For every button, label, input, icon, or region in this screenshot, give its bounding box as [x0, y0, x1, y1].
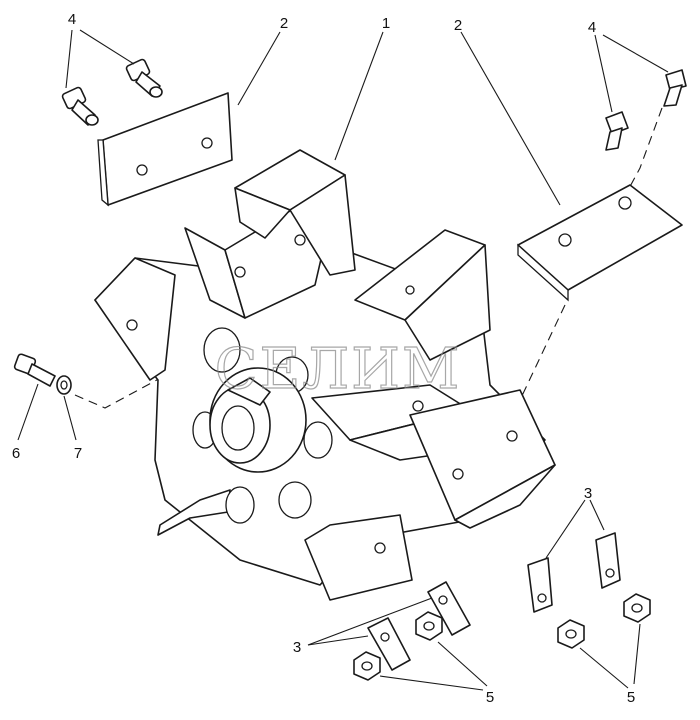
- clip-bottom-a: [367, 617, 411, 671]
- callout-1: 1: [382, 15, 390, 32]
- callout-4-left: 4: [68, 11, 76, 28]
- bolt-top-left-b: [125, 58, 163, 98]
- callout-7: 7: [74, 445, 82, 462]
- callout-6: 6: [12, 445, 20, 462]
- callout-2-right: 2: [454, 17, 462, 34]
- nut-bottom-a: [353, 651, 381, 681]
- callout-4-right: 4: [588, 19, 596, 36]
- callout-2-left: 2: [280, 15, 288, 32]
- leader-lines: [17, 29, 669, 691]
- plate-left: [97, 92, 233, 207]
- callout-3-right: 3: [584, 485, 592, 502]
- watermark-text: СЕЛИМ: [215, 337, 462, 402]
- clip-right-b: [595, 532, 621, 589]
- nut-right-a: [557, 619, 585, 649]
- bolt-top-right-b: [663, 69, 687, 107]
- callout-5-bottom: 5: [486, 689, 494, 706]
- callout-3-bottom: 3: [293, 639, 301, 656]
- bolt-left: [13, 353, 56, 387]
- clip-right-a: [527, 557, 553, 613]
- washer-left: [56, 375, 72, 395]
- clip-bottom-b: [427, 581, 471, 636]
- bolt-top-right-a: [605, 111, 629, 151]
- plate-right: [517, 184, 683, 302]
- bolt-top-left-a: [61, 86, 99, 126]
- rotor-hub-assembly: [94, 149, 556, 601]
- nut-right-b: [623, 593, 651, 623]
- callout-5-right: 5: [627, 689, 635, 706]
- nut-bottom-b: [415, 611, 443, 641]
